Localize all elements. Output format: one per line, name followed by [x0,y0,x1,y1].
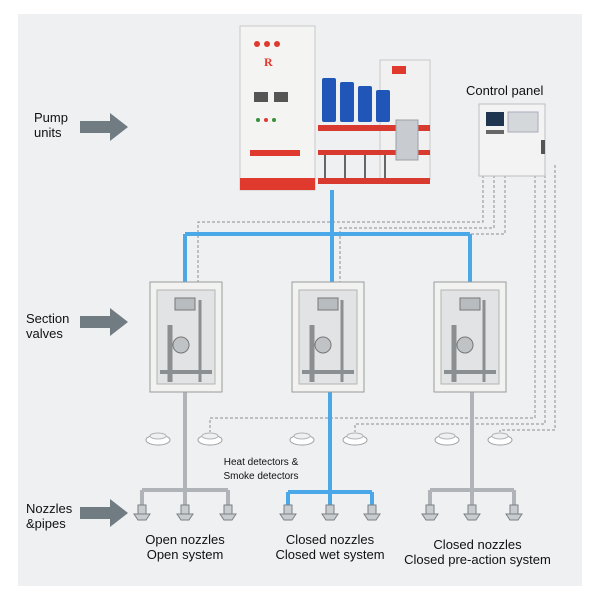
detectors [145,432,513,446]
section-valve-cabinets [149,281,507,393]
right-arrow-icon [80,113,128,141]
pump-unit-illustration: R [239,25,431,191]
sprinkler-nozzle-icon [421,504,439,521]
signal-lines [197,165,556,432]
sprinkler-nozzle-icon [463,504,481,521]
svg-text:R: R [264,55,273,69]
section-valve-cabinet-3 [433,281,507,393]
main-pipes [183,190,472,505]
section-valves-label: Section valves [26,311,70,341]
sprinkler-nozzle-icon [219,504,237,521]
system-caption-closed-wet: Closed nozzles Closed wet system [275,532,385,562]
section-valve-cabinet-2 [291,281,365,393]
section-valve-cabinet-1 [149,281,223,393]
dry-pipes [140,392,516,505]
pump-units-label: Pump units [34,110,68,140]
detectors-label: Heat detectors & Smoke detectors [223,457,299,482]
right-arrow-icon [80,308,128,336]
sprinkler-nozzle-icon [321,504,339,521]
sprinkler-nozzle-icon [176,504,194,521]
sprinkler-nozzle-icon [363,504,381,521]
control-panel-illustration [478,103,546,177]
sprinkler-nozzle-icon [133,504,151,521]
smoke-detector-icon [434,432,460,446]
nozzles-pipes-label: Nozzles &pipes [26,501,73,531]
sprinkler-nozzle-icon [279,504,297,521]
smoke-detector-icon [145,432,171,446]
nozzles [133,504,523,521]
smoke-detector-icon [289,432,315,446]
smoke-detector-icon [342,432,368,446]
control-panel-label: Control panel [466,83,544,98]
smoke-detector-icon [487,432,513,446]
smoke-detector-icon [197,432,223,446]
system-caption-open: Open nozzles Open system [145,532,225,562]
sprinkler-nozzle-icon [505,504,523,521]
system-caption-closed-pre-action: Closed nozzles Closed pre-action system [404,537,551,567]
right-arrow-icon [80,499,128,527]
